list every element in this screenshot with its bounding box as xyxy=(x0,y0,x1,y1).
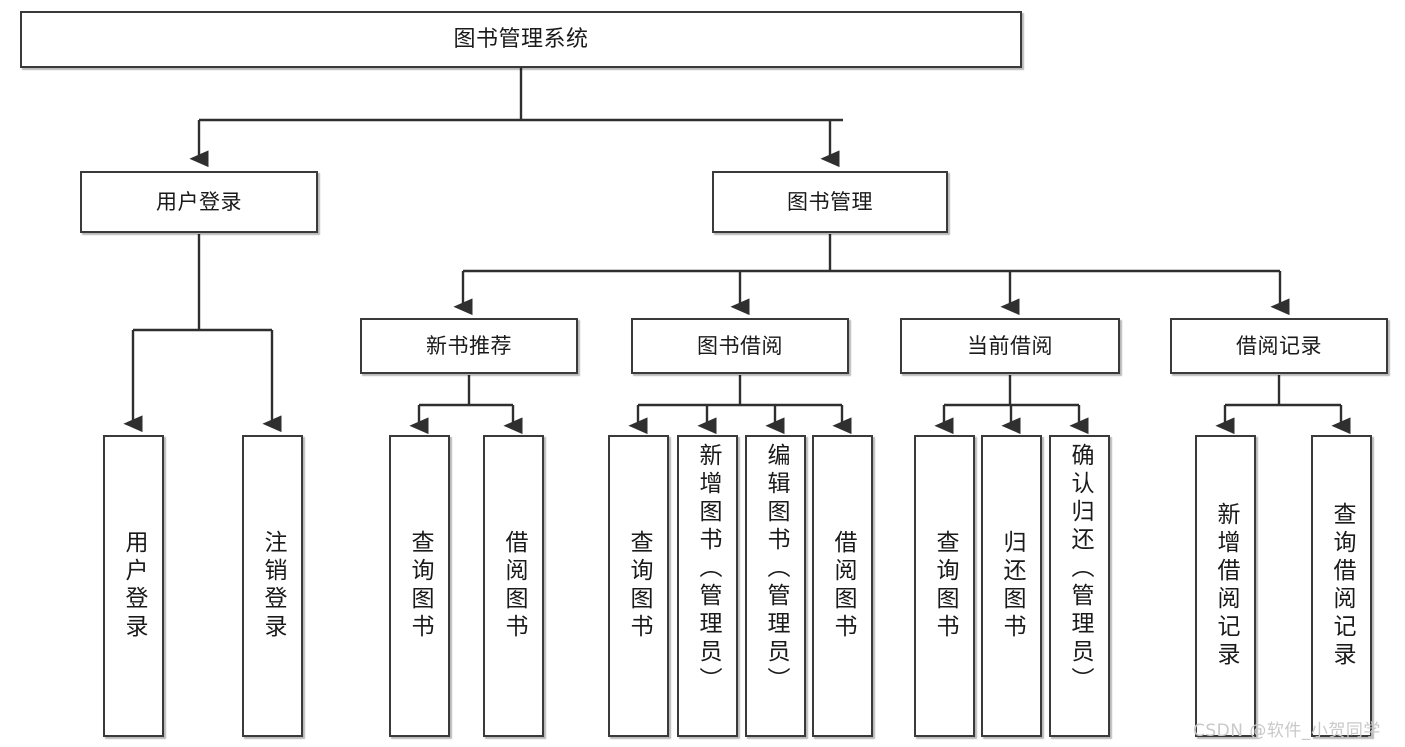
leaf-borrow-book-recommend[interactable]: 借阅图书 xyxy=(483,435,544,737)
node-label: 编辑图书（管理员） xyxy=(763,443,789,695)
node-label: 查询借阅记录 xyxy=(1329,502,1355,670)
csdn-watermark: CSDN @软件_小贺同学 xyxy=(1193,721,1381,741)
node-label: 图书管理系统 xyxy=(453,26,589,52)
node-label: 归还图书 xyxy=(999,530,1025,642)
leaf-logout-login[interactable]: 注销登录 xyxy=(242,435,303,737)
node-label: 当前借阅 xyxy=(967,333,1053,358)
leaf-return-book[interactable]: 归还图书 xyxy=(981,435,1042,737)
leaf-user-login[interactable]: 用户登录 xyxy=(103,435,164,737)
node-borrow-record[interactable]: 借阅记录 xyxy=(1170,318,1388,374)
node-label: 图书管理 xyxy=(787,189,873,214)
node-label: 新书推荐 xyxy=(426,333,512,358)
leaf-query-book-borrow[interactable]: 查询图书 xyxy=(608,435,669,737)
node-label: 用户登录 xyxy=(156,189,242,214)
node-label: 借阅图书 xyxy=(501,530,527,642)
leaf-query-book-recommend[interactable]: 查询图书 xyxy=(389,435,450,737)
leaf-add-book-admin[interactable]: 新增图书（管理员） xyxy=(677,435,738,737)
node-user-login[interactable]: 用户登录 xyxy=(80,171,318,233)
node-book-borrow[interactable]: 图书借阅 xyxy=(631,318,849,374)
leaf-query-borrow-record[interactable]: 查询借阅记录 xyxy=(1311,435,1372,737)
leaf-edit-book-admin[interactable]: 编辑图书（管理员） xyxy=(745,435,806,737)
leaf-confirm-return-admin[interactable]: 确认归还（管理员） xyxy=(1049,435,1110,737)
node-label: 用户登录 xyxy=(121,530,147,642)
node-label: 新增图书（管理员） xyxy=(695,443,721,695)
node-label: 借阅记录 xyxy=(1236,333,1322,358)
node-label: 确认归还（管理员） xyxy=(1067,443,1093,695)
node-current-borrow[interactable]: 当前借阅 xyxy=(900,318,1120,374)
node-label: 查询图书 xyxy=(407,530,433,642)
leaf-query-book-current[interactable]: 查询图书 xyxy=(914,435,975,737)
node-new-book-recommend[interactable]: 新书推荐 xyxy=(360,318,578,374)
leaf-add-borrow-record[interactable]: 新增借阅记录 xyxy=(1195,435,1256,737)
node-label: 图书借阅 xyxy=(697,333,783,358)
leaf-borrow-book[interactable]: 借阅图书 xyxy=(812,435,873,737)
node-book-management[interactable]: 图书管理 xyxy=(712,171,948,233)
node-label: 注销登录 xyxy=(260,530,286,642)
node-label: 查询图书 xyxy=(626,530,652,642)
node-label: 新增借阅记录 xyxy=(1213,502,1239,670)
node-label: 查询图书 xyxy=(932,530,958,642)
node-label: 借阅图书 xyxy=(830,530,856,642)
node-root-system[interactable]: 图书管理系统 xyxy=(20,11,1022,68)
